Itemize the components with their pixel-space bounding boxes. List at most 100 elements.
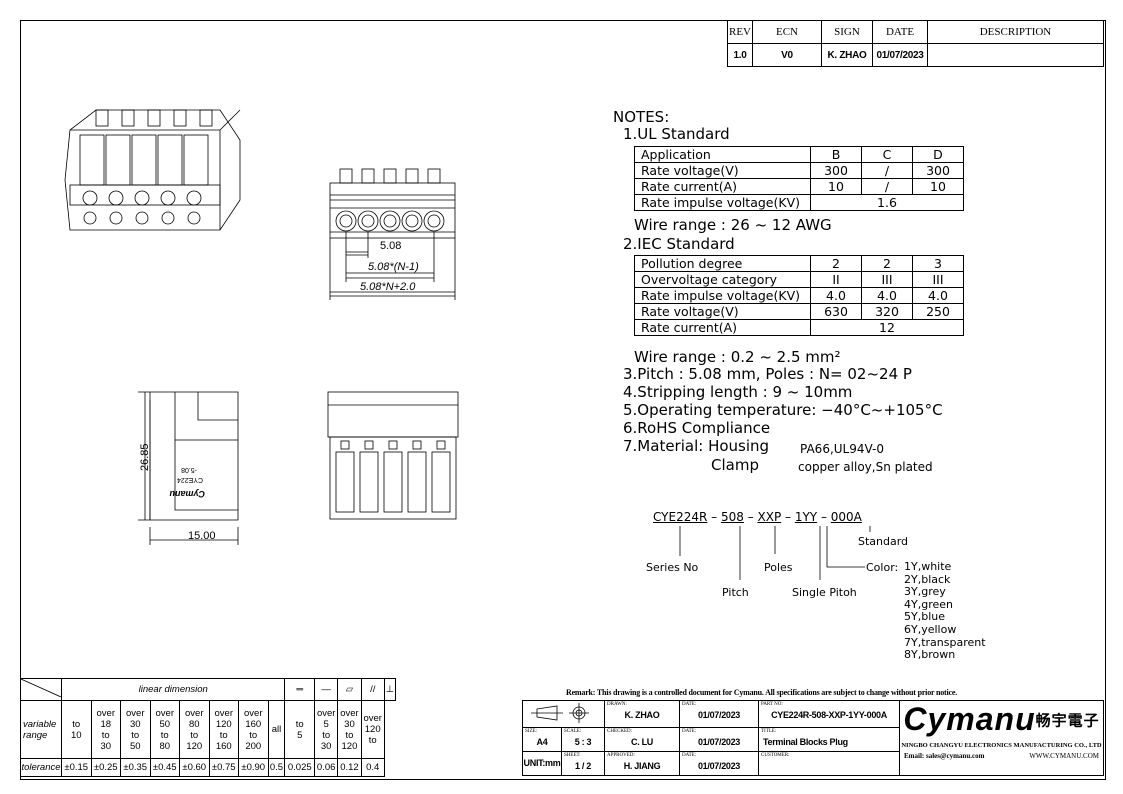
part-code: CYE224R – 508 – XXP – 1YY – 000A xyxy=(653,510,862,524)
projection-icon xyxy=(531,703,589,723)
ul-cell: 300 xyxy=(810,162,862,179)
iec-cell: II xyxy=(810,271,862,288)
company-logo: Cymanu畅宇電子 xyxy=(903,701,1100,737)
contact-row: Email: sales@cymanu.com WWW.CYMANU.COM xyxy=(900,749,1103,760)
perpendicularity-symbol: ⊥ xyxy=(383,678,397,701)
linear-header: linear dimension xyxy=(60,678,286,701)
color-label: Color: xyxy=(866,561,899,574)
email: Email: sales@cymanu.com xyxy=(904,751,985,760)
dim-total: 5.08*N+2.0 xyxy=(360,281,416,293)
iec-cell: 12 xyxy=(810,319,964,336)
tolerance-value: ±0.90 xyxy=(238,758,269,777)
description-value xyxy=(927,43,1104,67)
tolerance-value: 0.5 xyxy=(267,758,286,777)
material-clamp: copper alloy,Sn plated xyxy=(798,460,933,474)
tolerance-value: ±0.45 xyxy=(149,758,180,777)
pitch-note: 3.Pitch : 5.08 mm, Poles : N= 02~24 P xyxy=(623,365,912,383)
checked-date-cell: DATE:01/07/2023 xyxy=(679,727,759,752)
all-cell: all xyxy=(267,700,286,759)
poles-label: Poles xyxy=(764,561,793,574)
technical-drawings: 5.08 5.08*(N-1) 5.08*N+2.0 26.85 15.00 -… xyxy=(64,109,459,545)
company-cell: Cymanu畅宇電子 NINGBO CHANGYU ELECTRONICS MA… xyxy=(899,700,1104,776)
ecn-value: V0 xyxy=(752,43,822,67)
dim-height: 26.85 xyxy=(139,443,151,471)
color-item: 7Y,transparent xyxy=(904,635,986,649)
iec-cell: Rate current(A) xyxy=(634,319,811,336)
iec-cell: 250 xyxy=(912,303,964,320)
description-header: DESCRIPTION xyxy=(927,20,1104,44)
side-view xyxy=(138,391,239,545)
tolerance-table: linear dimension ═ — ⏥ // ⊥ variable ran… xyxy=(20,678,397,777)
range-label: variable range xyxy=(20,700,62,759)
material-label: 7.Material: Housing xyxy=(623,437,770,455)
flatness-symbol: — xyxy=(314,678,339,701)
ul-cell: Rate impulse voltage(KV) xyxy=(634,194,811,211)
ul-cell: 10 xyxy=(810,178,862,195)
tolerance-value: 0.12 xyxy=(337,758,362,777)
tolerance-value: 0.4 xyxy=(360,758,385,777)
front-view xyxy=(329,168,456,300)
remark: Remark: This drawing is a controlled doc… xyxy=(566,688,958,697)
rev-header: REV xyxy=(727,20,753,44)
iec-cell: Rate voltage(V) xyxy=(634,303,811,320)
part-code-color: 1YY xyxy=(794,510,818,524)
stripping-note: 4.Stripping length : 9 ~ 10mm xyxy=(623,383,853,401)
dim-n-minus-1: 5.08*(N-1) xyxy=(368,261,419,273)
diagonal-cell xyxy=(20,678,62,701)
dim-width: 15.00 xyxy=(188,530,216,542)
iec-cell: Pollution degree xyxy=(634,255,811,272)
iec-wire-range: Wire range : 0.2 ~ 2.5 mm² xyxy=(634,348,841,366)
tolerance-value: 0.06 xyxy=(314,758,339,777)
ul-cell: 300 xyxy=(912,162,964,179)
part-code-standard: 000A xyxy=(830,510,862,524)
unit-cell: UNIT:mm xyxy=(522,751,562,776)
single-pitch-label: Single Pitoh xyxy=(792,586,857,599)
iec-cell: III xyxy=(861,271,913,288)
series-label: Series No xyxy=(646,561,699,574)
color-item: 3Y,grey xyxy=(904,585,946,599)
color-item: 1Y,white xyxy=(904,560,952,573)
ul-cell: Application xyxy=(634,146,811,163)
website: WWW.CYMANU.COM xyxy=(1029,751,1099,760)
checked-cell: CHECKED:C. LU xyxy=(604,727,680,752)
iec-cell: 4.0 xyxy=(912,287,964,304)
material-housing: PA66,UL94V-0 xyxy=(800,442,884,456)
temp-note: 5.Operating temperature: −40°C~+105°C xyxy=(623,401,943,419)
iec-cell: III xyxy=(912,271,964,288)
iec-table: Pollution degree 2 2 3 Overvoltage categ… xyxy=(634,255,964,336)
drawn-date-cell: DATE:01/07/2023 xyxy=(679,700,759,728)
side-label-3: Cymanu xyxy=(169,489,205,499)
iec-cell: 630 xyxy=(810,303,862,320)
ul-wire-range: Wire range : 26 ~ 12 AWG xyxy=(634,216,832,234)
tolerance-value: ±0.75 xyxy=(208,758,239,777)
iec-cell: Rate impulse voltage(KV) xyxy=(634,287,811,304)
revision-table: REV ECN SIGN DATE DESCRIPTION 1.0 V0 K. … xyxy=(727,20,1104,67)
drawing-frame xyxy=(20,20,1106,780)
approved-date-cell: DATE:01/07/2023 xyxy=(679,751,759,776)
clamp-label: Clamp xyxy=(711,456,759,474)
iec-cell: 4.0 xyxy=(810,287,862,304)
parallelism-symbol: // xyxy=(360,678,385,701)
tolerance-value: ±0.15 xyxy=(61,758,92,777)
ul-cell: B xyxy=(810,146,862,163)
drawn-cell: DRAWN:K. ZHAO xyxy=(604,700,680,728)
iec-cell: 2 xyxy=(810,255,862,272)
iec-cell: 2 xyxy=(861,255,913,272)
iec-cell: 3 xyxy=(912,255,964,272)
ul-cell: C xyxy=(861,146,913,163)
tolerance-value: ±0.60 xyxy=(179,758,210,777)
color-item: 5Y,blue xyxy=(904,610,945,624)
back-view xyxy=(327,391,459,520)
date-header: DATE xyxy=(872,20,928,44)
